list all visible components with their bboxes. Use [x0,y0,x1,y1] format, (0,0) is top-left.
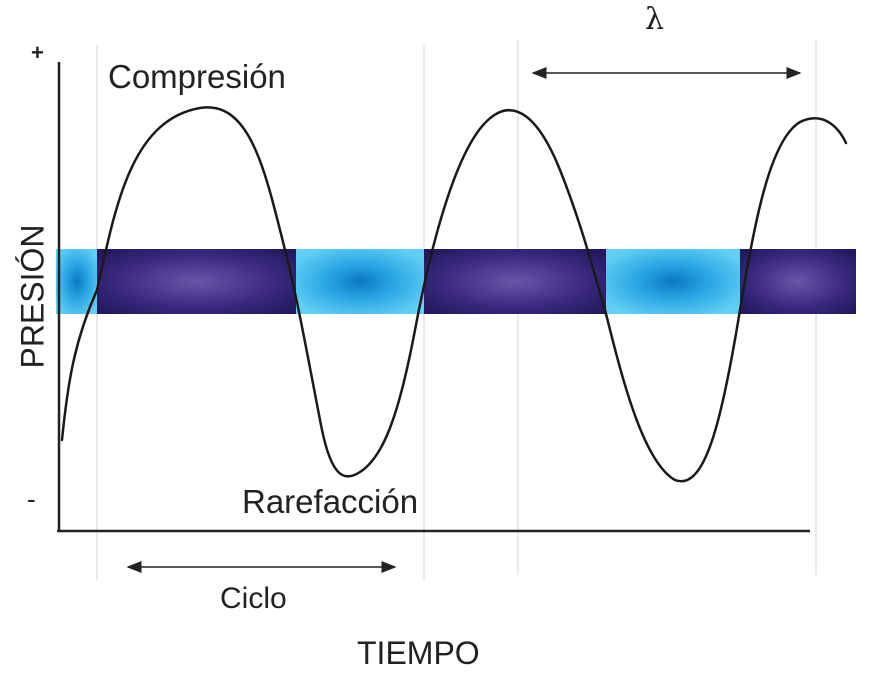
pressure-band [56,249,856,314]
compression-label: Compresión [108,58,286,95]
cycle-label: Ciclo [220,582,287,615]
compression-zone [424,249,606,314]
rarefaction-label: Rarefacción [242,483,419,520]
negative-pressure-marker: - [27,484,36,514]
time-axis-label: TIEMPO [357,635,480,671]
rarefaction-zone [296,249,424,314]
wavelength-label: λ [645,2,665,37]
axes [57,62,810,533]
compression-zone [97,249,296,314]
pressure-axis-label: PRESIÓN [14,224,51,369]
pressure-wave-curve [60,106,848,483]
positive-pressure-marker: + [31,40,44,65]
compression-zone [740,249,856,314]
rarefaction-zone [606,249,740,314]
